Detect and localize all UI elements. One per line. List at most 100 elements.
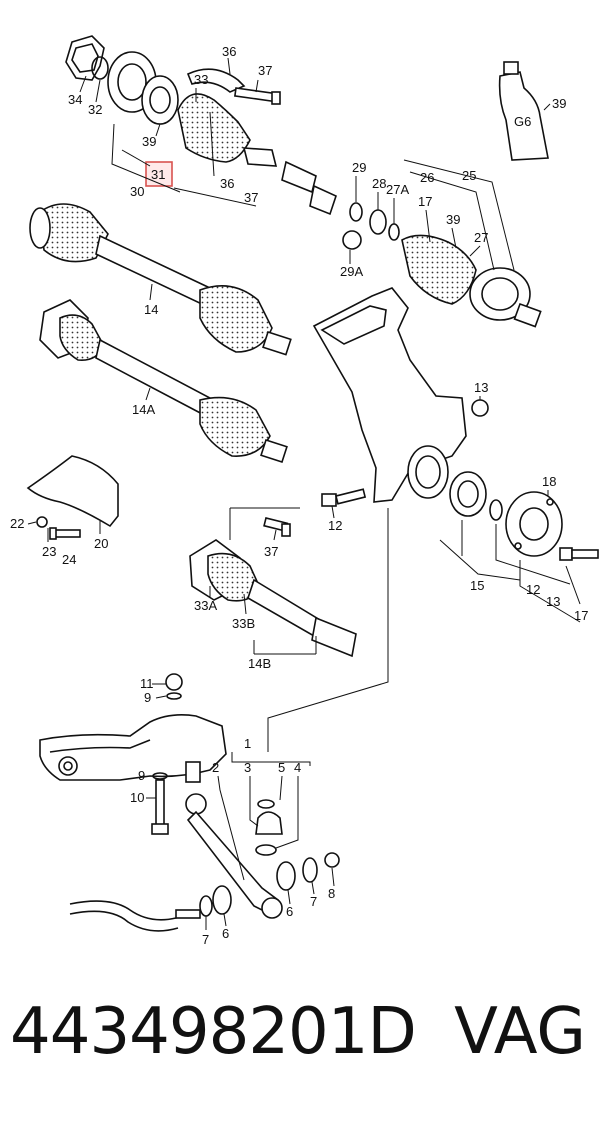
label-37-lower: 37 xyxy=(264,544,278,559)
svg-text:24: 24 xyxy=(62,552,76,567)
inner-shaft-stub xyxy=(242,147,337,216)
washer-9-top xyxy=(166,692,182,700)
label-36-mid: 36 xyxy=(220,176,234,191)
label-31-highlighted: 31 xyxy=(145,161,173,187)
svg-text:15: 15 xyxy=(470,578,484,593)
svg-text:34: 34 xyxy=(68,92,82,107)
label-39-right: 39 xyxy=(446,212,460,227)
svg-text:13: 13 xyxy=(474,380,488,395)
label-7-right: 7 xyxy=(310,894,317,909)
svg-text:17: 17 xyxy=(418,194,432,209)
svg-text:31: 31 xyxy=(151,167,165,182)
svg-text:37: 37 xyxy=(244,190,258,205)
nut-13 xyxy=(471,399,489,417)
label-13-hub: 13 xyxy=(546,594,560,609)
wheel-bearing-housing xyxy=(312,287,467,503)
leaders-bottom xyxy=(146,683,335,930)
svg-text:33B: 33B xyxy=(232,616,255,631)
svg-text:27A: 27A xyxy=(386,182,409,197)
svg-text:11: 11 xyxy=(140,676,154,691)
nut-8 xyxy=(324,852,340,868)
label-11: 11 xyxy=(140,676,154,691)
svg-text:18: 18 xyxy=(542,474,556,489)
label-30: 30 xyxy=(130,184,144,199)
svg-text:22: 22 xyxy=(10,516,24,531)
svg-text:33A: 33A xyxy=(194,598,217,613)
grease-tube-39: G6 xyxy=(498,61,549,161)
drive-shaft-14B xyxy=(189,539,357,658)
svg-text:4: 4 xyxy=(294,760,301,775)
hub-bolt-13 xyxy=(559,547,599,561)
washer-28 xyxy=(369,209,387,235)
label-29: 29 xyxy=(352,160,366,175)
svg-text:12: 12 xyxy=(526,582,540,597)
label-8: 8 xyxy=(328,886,335,901)
leaders-hub xyxy=(439,520,581,623)
footer: 443498201D VAG xyxy=(0,995,600,1105)
label-25: 25 xyxy=(462,168,476,183)
label-34: 34 xyxy=(68,92,82,107)
svg-text:8: 8 xyxy=(328,886,335,901)
label-10: 10 xyxy=(130,790,144,805)
label-39-left: 39 xyxy=(142,134,156,149)
label-23: 23 xyxy=(42,544,56,559)
svg-text:1: 1 xyxy=(244,736,251,751)
label-17-top: 17 xyxy=(418,194,432,209)
label-22: 22 xyxy=(10,516,24,531)
svg-text:14: 14 xyxy=(144,302,158,317)
svg-text:14A: 14A xyxy=(132,402,155,417)
label-6-left: 6 xyxy=(222,926,229,941)
svg-text:2: 2 xyxy=(212,760,219,775)
control-arm xyxy=(185,793,283,919)
label-36-top: 36 xyxy=(222,44,236,59)
svg-text:39: 39 xyxy=(552,96,566,111)
svg-text:14B: 14B xyxy=(248,656,271,671)
label-28: 28 xyxy=(372,176,386,191)
svg-text:29A: 29A xyxy=(340,264,363,279)
svg-text:37: 37 xyxy=(258,63,272,78)
stabilizer-bar xyxy=(69,900,201,932)
label-18: 18 xyxy=(542,474,556,489)
svg-text:9: 9 xyxy=(138,768,145,783)
label-2: 2 xyxy=(212,760,219,775)
ring-27A xyxy=(388,223,400,241)
bushing-6-right xyxy=(276,861,296,891)
hub-18 xyxy=(505,491,563,557)
label-12-hub: 12 xyxy=(526,582,540,597)
svg-text:6: 6 xyxy=(286,904,293,919)
label-1: 1 xyxy=(244,736,251,751)
label-33B: 33B xyxy=(232,616,255,631)
label-3: 3 xyxy=(244,760,251,775)
label-17-hub: 17 xyxy=(574,608,588,623)
label-13-upper: 13 xyxy=(474,380,488,395)
label-9-top: 9 xyxy=(144,690,151,705)
drive-shaft-14A xyxy=(39,299,288,464)
svg-text:20: 20 xyxy=(94,536,108,551)
brand-name: VAG xyxy=(454,995,586,1069)
svg-text:5: 5 xyxy=(278,760,285,775)
svg-text:39: 39 xyxy=(446,212,460,227)
washer-7-left xyxy=(199,895,213,917)
label-27A: 27A xyxy=(386,182,409,197)
svg-text:39: 39 xyxy=(142,134,156,149)
label-37-top: 37 xyxy=(258,63,272,78)
bolt-24 xyxy=(49,527,81,540)
label-14B: 14B xyxy=(248,656,271,671)
bolt-37a xyxy=(233,87,281,105)
svg-text:9: 9 xyxy=(144,690,151,705)
label-37-mid: 37 xyxy=(244,190,258,205)
svg-text:36: 36 xyxy=(220,176,234,191)
snap-ring-29 xyxy=(349,202,363,222)
label-15: 15 xyxy=(470,578,484,593)
svg-text:28: 28 xyxy=(372,176,386,191)
nut-29A xyxy=(342,230,362,250)
label-9-bottom: 9 xyxy=(138,768,145,783)
bolt-37-lower xyxy=(263,517,291,537)
part-number: 443498201D xyxy=(10,995,417,1069)
label-14: 14 xyxy=(144,302,158,317)
svg-text:27: 27 xyxy=(474,230,488,245)
svg-text:6: 6 xyxy=(222,926,229,941)
label-27: 27 xyxy=(474,230,488,245)
bolt-12-housing xyxy=(321,488,367,507)
